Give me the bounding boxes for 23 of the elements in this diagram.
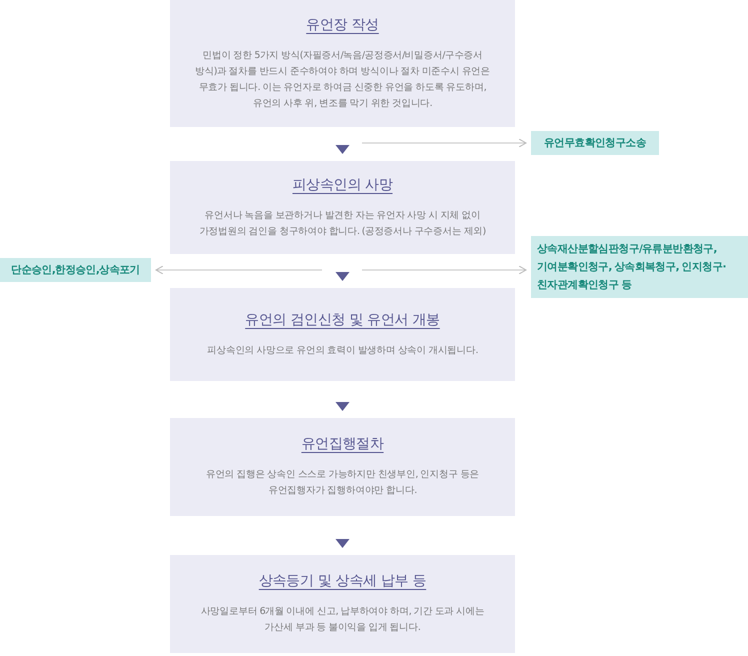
outcome-text: 상속재산분할심판청구/유류분반환청구, 기여분확인청구, 상속회복청구, 인지청구·친자관계확인청구 등 <box>537 242 727 293</box>
arrow <box>362 266 526 274</box>
step-title: 유언집행절차 <box>301 435 384 453</box>
step-description: 피상속인의 사망으로 유언의 효력이 발생하며 상속이 개시됩니다. <box>207 344 478 358</box>
step-title: 유언의 검인신청 및 유언서 개봉 <box>245 310 440 328</box>
step-description: 민법이 정한 5가지 방식(자필증서/녹음/공정증서/비밀증서/구수증서 방식)과 절차를 반드시 준수하여야 하며 방식이나 절차 미준수시 유언은 무효가 됩니다. 이는 유언자로 하여금 신중한 유언을 하도록 유도하며, 유언의 사후 위, 변조를 막기 위한 것입니다. <box>194 48 491 110</box>
outcome-box <box>531 236 748 298</box>
outcome-box <box>531 131 659 155</box>
step-title: 피상속인의 사망 <box>292 176 393 194</box>
outcome-text: 유언무효확인청구소송 <box>544 136 646 151</box>
step-description: 유언의 집행은 상속인 스스로 가능하지만 친생부인, 인지청구 등은 유언집행자가 집행하여야만 합니다. <box>204 468 480 498</box>
arrow <box>336 272 350 281</box>
outcome-box <box>0 258 151 282</box>
arrow <box>336 539 350 548</box>
arrow <box>336 402 350 411</box>
outcome-text: 단순승인,한정승인,상속포기 <box>11 263 140 278</box>
step-description: 사망일로부터 6개월 이내에 신고, 납부하여야 하며, 기간 도과 시에는 가산세 부과 등 불이익을 입게 됩니다. <box>200 605 486 635</box>
step-title: 유언장 작성 <box>306 16 379 34</box>
arrow <box>336 145 350 154</box>
arrow <box>362 138 526 148</box>
arrow <box>156 266 322 274</box>
step-title: 상속등기 및 상속세 납부 등 <box>258 572 426 590</box>
step-description: 유언서나 녹음을 보관하거나 발견한 자는 유언자 사망 시 지체 없이 가정법원의 검인을 청구하여야 합니다. (공정증서나 구수증서는 제외) <box>198 208 487 238</box>
